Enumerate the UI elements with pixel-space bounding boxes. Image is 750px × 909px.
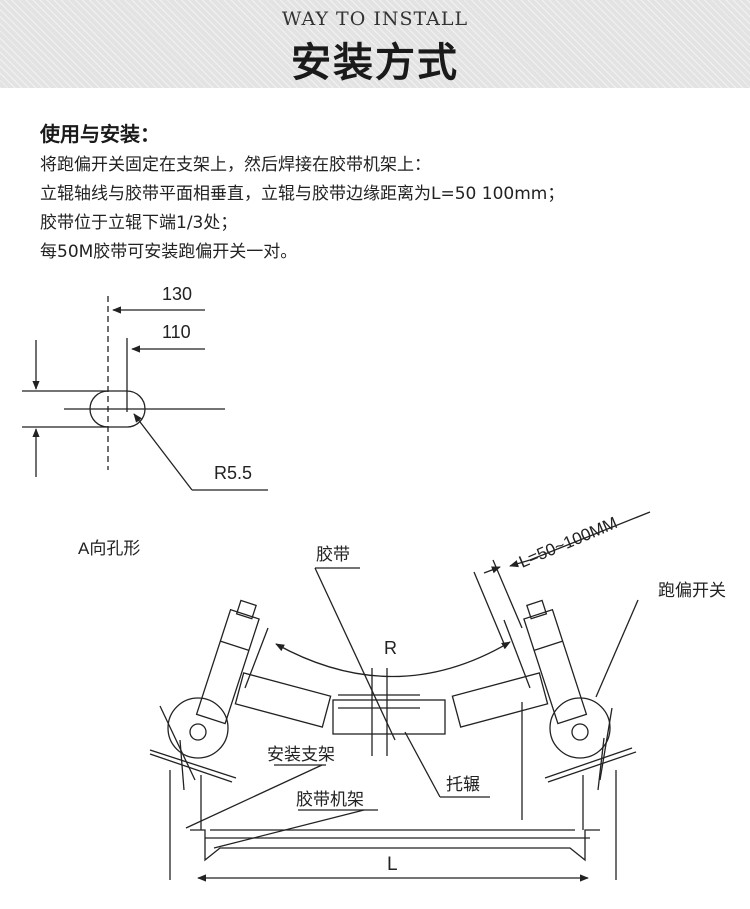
instruction-line-4: 每50M胶带可安装跑偏开关一对。: [40, 242, 298, 262]
instruction-line-1: 将跑偏开关固定在支架上，然后焊接在胶带机架上：: [40, 155, 431, 175]
header-title: 安装方式: [291, 39, 459, 86]
instruction-line-2: 立辊轴线与胶带平面相垂直，立辊与胶带边缘距离为L=50 100mm；: [40, 184, 565, 204]
hole-caption: A向孔形: [78, 539, 140, 558]
frame-label: 胶带机架: [296, 790, 364, 809]
instruction-line-3: 胶带位于立辊下端1/3处；: [40, 213, 238, 233]
radius-label: R5.5: [214, 463, 252, 483]
header-subtitle: WAY TO INSTALL: [281, 8, 469, 30]
width-label: L: [387, 854, 398, 875]
left-deviation-switch: [149, 599, 260, 791]
dim-110-label: 110: [162, 322, 191, 342]
conveyor-assembly: [149, 511, 651, 882]
install-instructions: 使用与安装： 将跑偏开关固定在支架上，然后焊接在胶带机架上： 立辊轴线与胶带平面…: [40, 118, 730, 267]
roller-label: 托辗: [446, 774, 480, 794]
header-banner: WAY TO INSTALL 安装方式: [0, 0, 750, 88]
distance-label: L=50~100MM: [516, 513, 620, 571]
belt-label: 胶带: [316, 545, 350, 564]
dim-130-label: 130: [162, 284, 192, 304]
switch-label: 跑偏开关: [658, 581, 726, 600]
hole-detail: [22, 296, 268, 491]
right-deviation-switch: [523, 599, 637, 791]
r-dimension-label: R: [384, 638, 397, 658]
bracket-label: 安装支架: [267, 745, 335, 764]
instructions-heading: 使用与安装：: [40, 122, 160, 146]
